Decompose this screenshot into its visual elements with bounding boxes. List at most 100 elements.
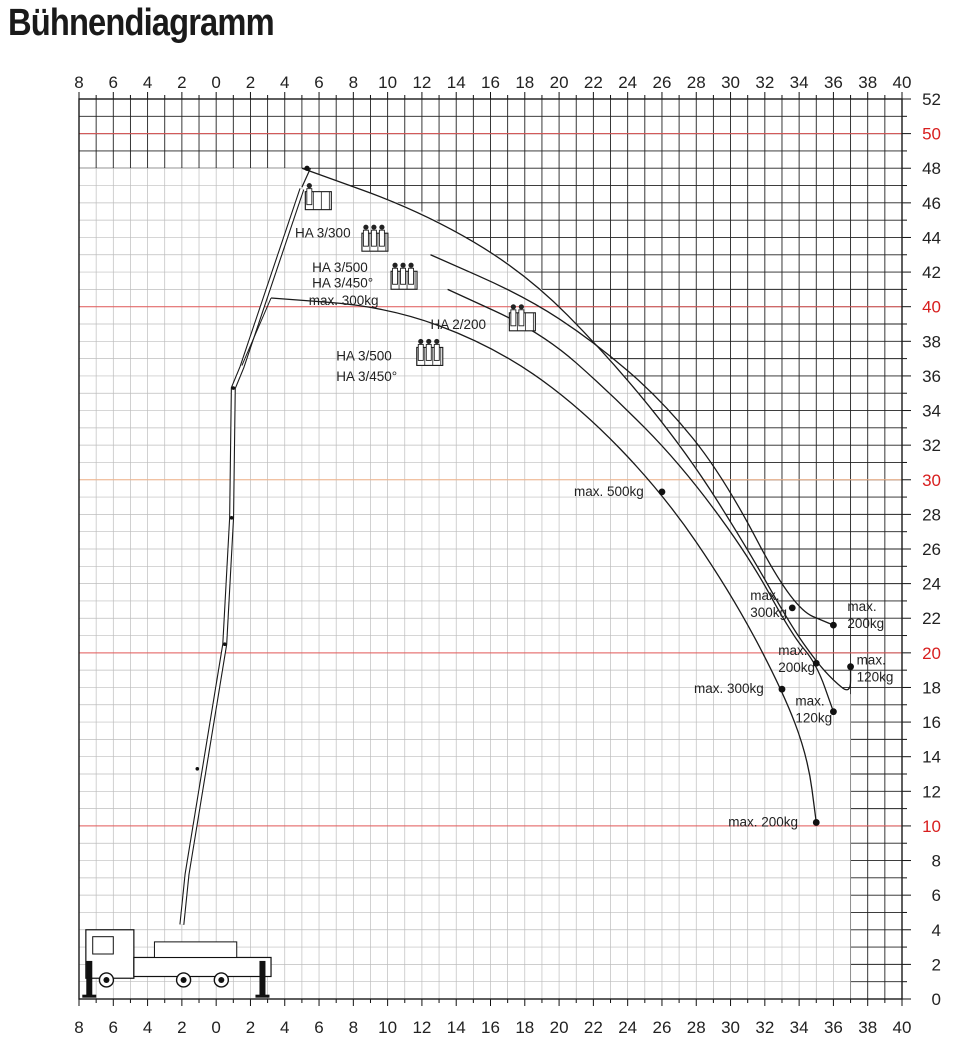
load-label-line: max.	[750, 588, 779, 603]
y-tick-label: 16	[922, 713, 941, 732]
load-point-dot	[830, 621, 837, 629]
person-head	[518, 304, 524, 310]
page-title: Bühnendiagramm	[8, 2, 275, 44]
load-label-line: 120kg	[857, 670, 894, 685]
load-label-line: 300kg	[750, 605, 787, 620]
load-label: max. 200kg	[728, 814, 798, 829]
load-point-dot	[847, 663, 854, 671]
x-tick-label-top: 26	[652, 73, 671, 92]
y-tick-label: 2	[932, 955, 941, 974]
x-tick-label-bottom: 0	[211, 1018, 220, 1037]
load-point-dot	[812, 819, 820, 826]
basket-ha2-200	[508, 304, 536, 332]
load-point-dot	[778, 685, 786, 693]
x-tick-label-bottom: 12	[412, 1018, 431, 1037]
person-body	[518, 309, 525, 327]
boom-illustration	[179, 165, 312, 925]
basket-top	[304, 183, 332, 211]
x-tick-label-top: 14	[447, 73, 466, 92]
person-head	[392, 262, 398, 268]
person-head	[434, 338, 440, 345]
person-head	[371, 224, 377, 230]
y-tick-label: 50	[922, 125, 941, 144]
load-label: max. 500kg	[574, 484, 644, 499]
boom-tip	[301, 167, 312, 188]
truck-outrigger	[259, 960, 266, 996]
plot-frame	[78, 98, 903, 1000]
x-tick-label-top: 16	[481, 73, 500, 92]
load-label-line: max. 200kg	[728, 814, 798, 829]
person-body	[433, 343, 440, 361]
basket-ha3-500-upper	[390, 262, 418, 290]
x-tick-label-top: 40	[893, 73, 912, 92]
load-point-dot	[812, 659, 820, 667]
load-label-line: max. 500kg	[574, 484, 644, 499]
load-label: max.200kg	[778, 643, 815, 675]
x-tick-label-bottom: 24	[618, 1018, 637, 1037]
person-head	[418, 338, 424, 345]
y-tick-label: 28	[922, 505, 941, 524]
x-tick-label-bottom: 16	[481, 1018, 500, 1037]
y-tick-label: 30	[922, 471, 941, 490]
x-tick-label-bottom: 28	[687, 1018, 706, 1037]
x-tick-label-bottom: 6	[109, 1018, 118, 1037]
y-tick-label: 48	[922, 159, 941, 178]
y-tick-label: 46	[922, 194, 941, 213]
boom-joint	[222, 642, 227, 646]
truck-outrigger-pad	[255, 994, 270, 998]
load-label: max.200kg	[847, 599, 884, 631]
x-tick-label-top: 12	[412, 73, 431, 92]
load-label: max. 300kg	[750, 588, 787, 620]
person-head	[306, 183, 312, 189]
person-body	[306, 188, 313, 206]
x-tick-label-top: 18	[515, 73, 534, 92]
y-tick-label: 34	[922, 402, 941, 421]
x-tick-label-top: 8	[74, 73, 83, 92]
load-label-line: 200kg	[847, 616, 884, 631]
y-tick-label: 22	[922, 609, 941, 628]
x-tick-label-bottom: 2	[246, 1018, 255, 1037]
boom-joint	[195, 767, 200, 771]
load-label-line: max.	[857, 653, 886, 668]
x-tick-label-top: 4	[143, 73, 152, 92]
x-tick-label-top: 36	[824, 73, 843, 92]
x-tick-label-bottom: 34	[790, 1018, 809, 1037]
basket-label: HA 3/500	[312, 260, 368, 275]
basket-label: HA 3/450°	[312, 276, 373, 291]
person-body	[370, 229, 377, 247]
x-tick-label-bottom: 8	[74, 1018, 83, 1037]
load-label-line: 120kg	[795, 711, 832, 726]
y-tick-label: 12	[922, 782, 941, 801]
person-head	[426, 338, 432, 345]
load-label-line: max.	[795, 694, 824, 709]
y-tick-label: 32	[922, 436, 941, 455]
truck-illustration	[82, 929, 272, 998]
person-body	[408, 267, 415, 285]
person-head	[363, 224, 369, 230]
x-tick-label-top: 2	[246, 73, 255, 92]
x-tick-label-bottom: 20	[550, 1018, 569, 1037]
x-tick-label-top: 22	[584, 73, 603, 92]
person-head	[408, 262, 414, 268]
truck-hub	[218, 976, 225, 983]
basket-label: HA 3/450°	[336, 369, 397, 384]
y-tick-label: 4	[932, 921, 941, 940]
y-tick-label: 44	[922, 228, 941, 247]
x-tick-label-top: 20	[550, 73, 569, 92]
person-body	[400, 267, 407, 285]
y-tick-label: 52	[922, 90, 941, 109]
basket-label: max. 300kg	[309, 293, 379, 308]
x-tick-label-top: 6	[314, 73, 323, 92]
person-body	[362, 229, 369, 247]
y-tick-label: 36	[922, 367, 941, 386]
y-tick-label: 14	[922, 748, 941, 767]
load-label: max. 120kg	[795, 694, 832, 726]
y-tick-label: 6	[932, 886, 941, 905]
y-tick-label: 0	[932, 990, 941, 1009]
basket-ha3-500-lower	[416, 338, 444, 366]
x-tick-label-top: 10	[378, 73, 397, 92]
y-tick-label: 40	[922, 298, 941, 317]
boom-tip-dot	[304, 165, 310, 171]
